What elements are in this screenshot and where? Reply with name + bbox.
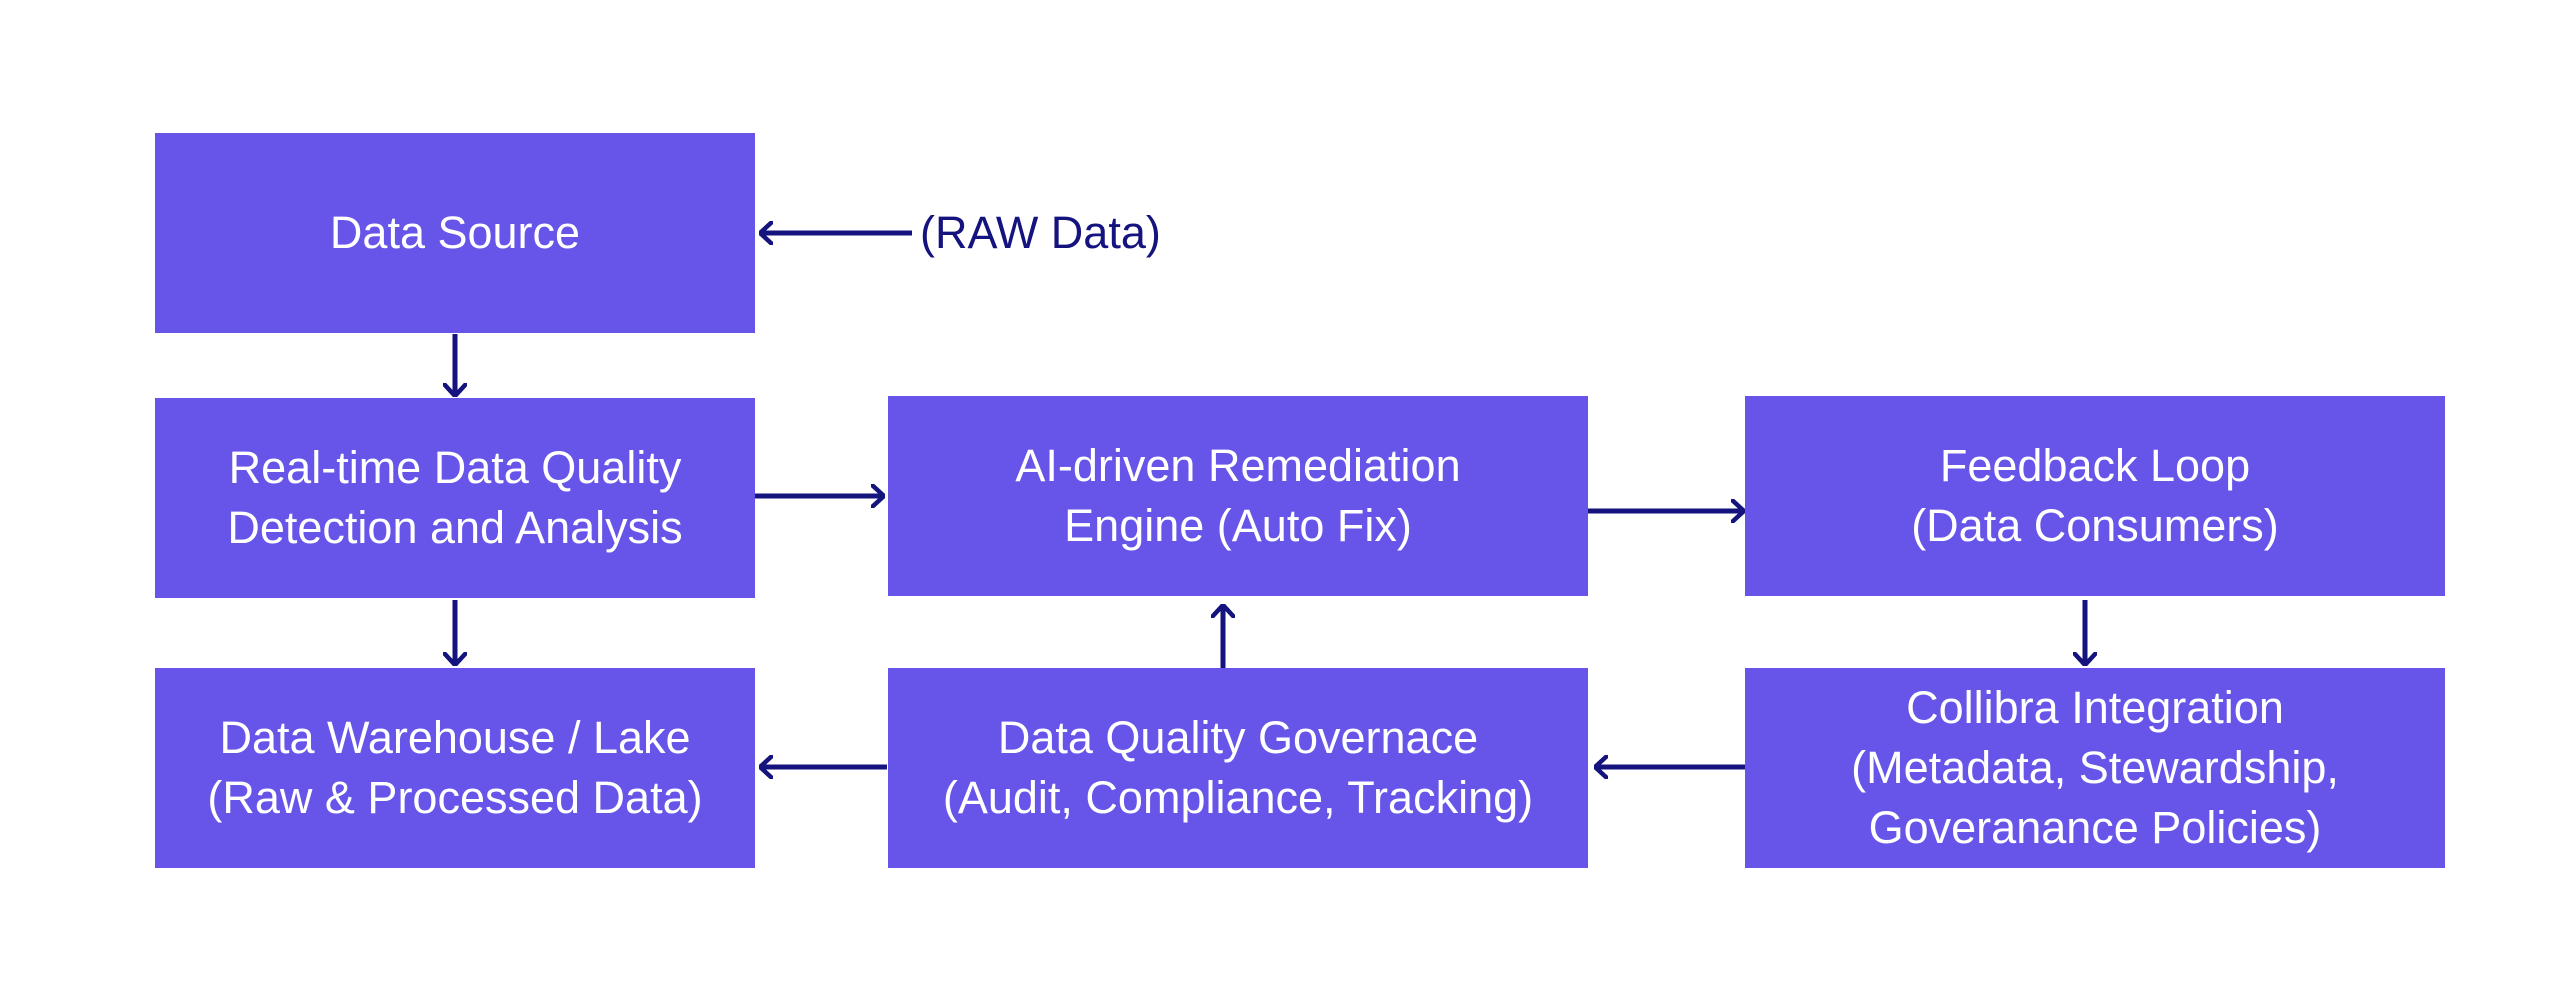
raw-data-label: (RAW Data) <box>920 207 1161 258</box>
node-feedback-loop: Feedback Loop (Data Consumers) <box>1745 396 2445 596</box>
node-collibra-integration: Collibra Integration (Metadata, Stewards… <box>1745 668 2445 868</box>
node-data-source: Data Source <box>155 133 755 333</box>
node-text-line: (Raw & Processed Data) <box>207 772 703 823</box>
node-ai-remediation: AI-driven Remediation Engine (Auto Fix) <box>888 396 1588 596</box>
node-text-line: (Metadata, Stewardship, <box>1851 742 2339 793</box>
node-text-line: (Audit, Compliance, Tracking) <box>942 772 1534 823</box>
node-text-line: Engine (Auto Fix) <box>1064 500 1412 551</box>
node-text-line: Detection and Analysis <box>227 502 683 553</box>
node-text-line: Data Source <box>329 207 581 258</box>
node-text-line: AI-driven Remediation <box>1015 440 1461 491</box>
node-text-line: Feedback Loop <box>1939 440 2251 491</box>
node-detection-analysis: Real-time Data Quality Detection and Ana… <box>155 398 755 598</box>
node-data-warehouse: Data Warehouse / Lake (Raw & Processed D… <box>155 668 755 868</box>
node-text-line: Data Warehouse / Lake <box>219 712 691 763</box>
node-text-line: Real-time Data Quality <box>228 442 682 493</box>
node-quality-governance: Data Quality Governace (Audit, Complianc… <box>888 668 1588 868</box>
node-text-line: Collibra Integration <box>1906 682 2284 733</box>
node-text-line: Goveranance Policies) <box>1868 802 2322 853</box>
node-text-line: (Data Consumers) <box>1911 500 2279 551</box>
node-text-line: Data Quality Governace <box>997 712 1479 763</box>
